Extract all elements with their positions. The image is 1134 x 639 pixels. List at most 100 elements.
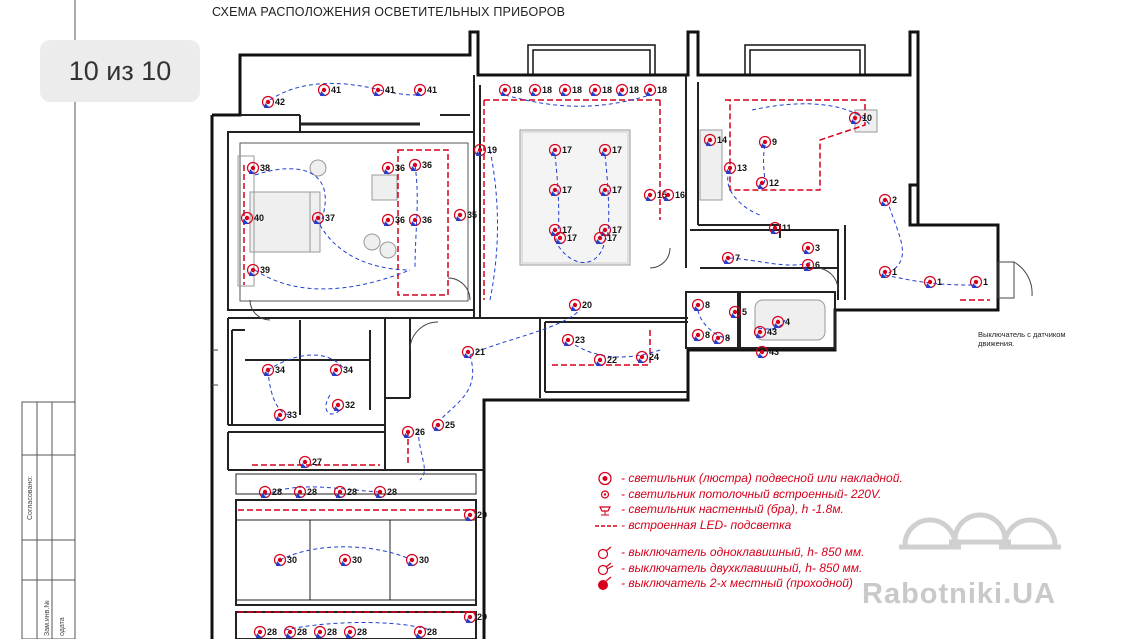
fixture-3: 3 — [801, 241, 820, 255]
fixture-number: 43 — [769, 347, 779, 357]
fixture-number: 28 — [347, 487, 357, 497]
fixture-11: 11 — [768, 221, 792, 235]
fixture-10: 10 — [848, 111, 872, 125]
fixture-18: 18 — [615, 83, 639, 97]
fixture-14: 14 — [703, 133, 727, 147]
fixture-29: 29 — [463, 610, 487, 624]
fixture-23: 23 — [561, 333, 585, 347]
side-label-date: одата — [59, 617, 66, 636]
fixture-number: 36 — [422, 215, 432, 225]
drawing-frame — [21, 0, 76, 639]
fixture-17: 17 — [548, 183, 572, 197]
fixture-34: 34 — [261, 363, 285, 377]
fixture-number: 20 — [582, 300, 592, 310]
fixture-number: 39 — [260, 265, 270, 275]
fixture-number: 22 — [607, 355, 617, 365]
fixture-number: 18 — [572, 85, 582, 95]
fixture-9: 9 — [758, 135, 777, 149]
fixture-number: 38 — [260, 163, 270, 173]
fixture-number: 17 — [567, 233, 577, 243]
recessed-light-icon — [600, 489, 610, 499]
fixture-29: 29 — [463, 508, 487, 522]
fixture-number: 34 — [275, 365, 285, 375]
fixture-30: 30 — [405, 553, 429, 567]
legend-text: - светильник настенный (бра), h -1.8м. — [621, 502, 844, 516]
legend-text: - светильник потолочный встроенный- 220V… — [621, 486, 882, 501]
fixture-number: 29 — [477, 510, 487, 520]
fixture-number: 17 — [562, 145, 572, 155]
fixture-number: 4 — [785, 317, 790, 327]
fixture-number: 30 — [419, 555, 429, 565]
fixture-number: 37 — [325, 213, 335, 223]
fixture-36: 36 — [381, 161, 405, 175]
fixture-number: 21 — [475, 347, 485, 357]
wall-sconce-icon — [599, 506, 611, 516]
wiring — [254, 83, 976, 631]
fixture-24: 24 — [635, 350, 659, 364]
page-title: СХЕМА РАСПОЛОЖЕНИЯ ОСВЕТИТЕЛЬНЫХ ПРИБОРО… — [212, 5, 566, 19]
fixture-number: 28 — [307, 487, 317, 497]
pendant-light-icon — [598, 471, 612, 486]
fixture-number: 12 — [769, 178, 779, 188]
fixture-36: 36 — [408, 158, 432, 172]
fixture-28: 28 — [413, 625, 437, 639]
fixture-number: 11 — [782, 223, 792, 233]
fixture-26: 26 — [401, 425, 425, 439]
legend-row: - встроенная LED- подсветка — [595, 518, 935, 534]
fixture-number: 25 — [445, 420, 455, 430]
fixture-number: 32 — [345, 400, 355, 410]
fixture-number: 6 — [815, 260, 820, 270]
fixture-38: 38 — [246, 161, 270, 175]
fixture-number: 1 — [937, 277, 942, 287]
fixture-number: 17 — [562, 185, 572, 195]
fixture-number: 8 — [705, 300, 710, 310]
fixture-41: 41 — [413, 83, 437, 97]
fixture-number: 1 — [892, 267, 897, 277]
fixture-28: 28 — [258, 485, 282, 499]
fixture-8: 8 — [691, 298, 710, 312]
side-label-inv-no: Зам.инв.№ — [44, 600, 51, 636]
fixture-18: 18 — [528, 83, 552, 97]
fixture-30: 30 — [273, 553, 297, 567]
fixture-35: 35 — [453, 208, 477, 222]
fixture-number: 17 — [612, 145, 622, 155]
fixture-6: 6 — [801, 258, 820, 272]
fixture-18: 18 — [643, 83, 667, 97]
fixture-28: 28 — [333, 485, 357, 499]
fixture-28: 28 — [253, 625, 277, 639]
watermark-helmets-icon — [899, 512, 1061, 550]
fixture-17: 17 — [598, 183, 622, 197]
passthrough-switch-icon — [598, 576, 612, 590]
fixture-28: 28 — [313, 625, 337, 639]
fixture-number: 41 — [385, 85, 395, 95]
legend-row: - выключатель двухклавишный, h- 850 мм. — [595, 561, 935, 577]
watermark-text: Rabotniki.UA — [862, 578, 1057, 610]
fixture-number: 17 — [607, 233, 617, 243]
fixture-37: 37 — [311, 211, 335, 225]
fixture-number: 13 — [737, 163, 747, 173]
fixture-number: 43 — [767, 327, 777, 337]
fixture-25: 25 — [431, 418, 455, 432]
fixture-32: 32 — [331, 398, 355, 412]
fixture-number: 28 — [427, 627, 437, 637]
fixture-21: 21 — [461, 345, 485, 359]
doors — [212, 247, 1033, 386]
fixture-36: 36 — [381, 213, 405, 227]
fixture-number: 18 — [512, 85, 522, 95]
fixture-number: 17 — [612, 185, 622, 195]
fixture-number: 36 — [395, 163, 405, 173]
fixture-number: 8 — [725, 333, 730, 343]
fixture-33: 33 — [273, 408, 297, 422]
fixture-number: 28 — [387, 487, 397, 497]
fixture-number: 28 — [272, 487, 282, 497]
led-strip-icon — [595, 524, 617, 527]
fixture-16: 16 — [661, 188, 685, 202]
fixture-17: 17 — [548, 143, 572, 157]
fixture-number: 30 — [287, 555, 297, 565]
fixture-number: 2 — [892, 195, 897, 205]
legend-text: - выключатель 2-х местный (проходной) — [621, 576, 853, 590]
legend-row: - выключатель 2-х местный (проходной) — [595, 576, 935, 592]
fixture-12: 12 — [755, 176, 779, 190]
fixture-number: 17 — [612, 225, 622, 235]
